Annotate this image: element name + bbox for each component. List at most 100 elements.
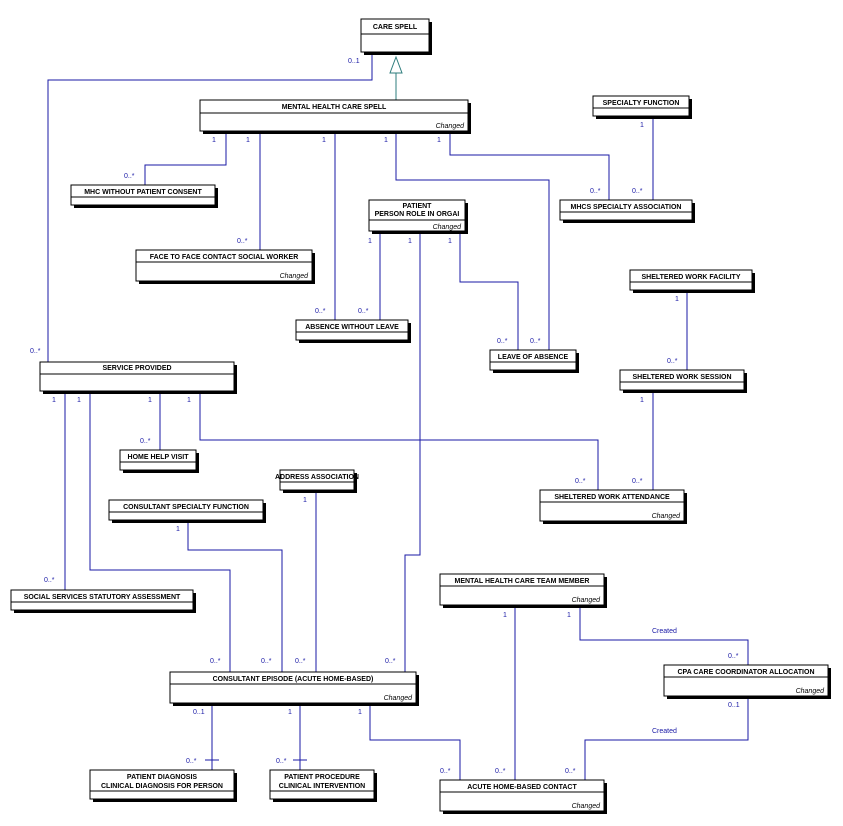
entity-cpa-care-coordinator-allocation[interactable]: CPA CARE COORDINATOR ALLOCATION Changed (663, 664, 831, 699)
entity-specialty-function[interactable]: SPECIALTY FUNCTION (592, 95, 692, 119)
link-mhcs-leave (395, 133, 550, 350)
link-cspecialty-consultant (187, 520, 283, 672)
entity-consultant-specialty-function[interactable]: CONSULTANT SPECIALTY FUNCTION (108, 499, 266, 523)
entity-title: SERVICE PROVIDED (102, 365, 171, 372)
entity-absence-without-leave[interactable]: ABSENCE WITHOUT LEAVE (295, 319, 411, 343)
entity-title-line2: CLINICAL DIAGNOSIS FOR PERSON (101, 783, 223, 790)
mult-leave-a: 0..* (497, 338, 508, 345)
mult-specialty-1: 1 (640, 122, 644, 129)
mult-consultant-d: 0..* (385, 658, 396, 665)
mult-service-1d: 1 (187, 397, 191, 404)
mult-facetoface: 0..* (237, 238, 248, 245)
entity-sheltered-work-session[interactable]: SHELTERED WORK SESSION (619, 369, 747, 393)
entity-service-provided[interactable]: SERVICE PROVIDED (39, 361, 237, 394)
link-patient-leave (459, 234, 519, 350)
link-patient-consultant (404, 234, 421, 672)
entity-address-association[interactable]: ADDRESS ASSOCIATION (275, 469, 359, 493)
mult-service-1b: 1 (77, 397, 81, 404)
link-consultant-contact (369, 705, 461, 780)
entity-title: SHELTERED WORK ATTENDANCE (554, 494, 670, 501)
link-mhcs-withoutconsent (144, 133, 227, 186)
link-mhcs-specialtyassoc (449, 133, 610, 200)
entity-title: ADDRESS ASSOCIATION (275, 474, 359, 481)
mult-assessment: 0..* (44, 577, 55, 584)
note-created-1: Created (652, 628, 677, 635)
mult-consultant-b: 0..* (261, 658, 272, 665)
mult-cpa-top: 0..* (728, 653, 739, 660)
mult-facility-1: 1 (675, 296, 679, 303)
entity-sheltered-work-attendance[interactable]: SHELTERED WORK ATTENDANCE Changed (539, 489, 687, 524)
mult-assoc-b: 0..* (632, 188, 643, 195)
entity-title: CONSULTANT EPISODE (ACUTE HOME-BASED) (213, 676, 374, 683)
link-service-consultant (89, 393, 231, 672)
mult-absence-b: 0..* (358, 308, 369, 315)
mult-contact-b: 0..* (495, 768, 506, 775)
entity-title-line1: PATIENT PROCEDURE (284, 774, 360, 781)
entity-home-help-visit[interactable]: HOME HELP VISIT (119, 449, 199, 473)
entity-title: ACUTE HOME-BASED CONTACT (467, 784, 577, 791)
link-cpa-contact (584, 698, 749, 780)
mult-address-1: 1 (303, 497, 307, 504)
entity-title: LEAVE OF ABSENCE (498, 354, 569, 361)
link-carespell-serviceprovided (47, 53, 373, 362)
mult-consultant-c: 0..* (295, 658, 306, 665)
mult-serviceprovided-top: 0..* (30, 348, 41, 355)
mult-patient-1c: 1 (448, 238, 452, 245)
entity-title: SPECIALTY FUNCTION (603, 100, 680, 107)
entity-title-line1: PATIENT (403, 203, 433, 210)
mult-absence-a: 0..* (315, 308, 326, 315)
entity-face-to-face-contact[interactable]: FACE TO FACE CONTACT SOCIAL WORKER Chang… (135, 249, 315, 284)
mult-cpa-bottom: 0..1 (728, 702, 740, 709)
entity-title-line2: CLINICAL INTERVENTION (279, 783, 365, 790)
entity-care-spell[interactable]: CARE SPELL (360, 18, 432, 55)
entity-status: Changed (436, 123, 466, 130)
entity-acute-home-based-contact[interactable]: ACUTE HOME-BASED CONTACT Changed (439, 779, 607, 814)
entity-patient-diagnosis[interactable]: PATIENT DIAGNOSIS CLINICAL DIAGNOSIS FOR… (89, 769, 237, 802)
mult-service-1c: 1 (148, 397, 152, 404)
entity-consultant-episode[interactable]: CONSULTANT EPISODE (ACUTE HOME-BASED) Ch… (169, 671, 419, 706)
entity-title: MHC WITHOUT PATIENT CONSENT (84, 189, 202, 196)
entity-title: SHELTERED WORK FACILITY (641, 274, 740, 281)
entity-title: SHELTERED WORK SESSION (632, 374, 731, 381)
entity-title: HOME HELP VISIT (128, 454, 190, 461)
mult-consultant-proc: 1 (288, 709, 292, 716)
link-teammember-cpa (579, 608, 749, 665)
mult-diagnosis: 0..* (186, 758, 197, 765)
mult-session-top: 0..* (667, 358, 678, 365)
entity-leave-of-absence[interactable]: LEAVE OF ABSENCE (489, 349, 579, 373)
entity-title: CONSULTANT SPECIALTY FUNCTION (123, 504, 249, 511)
mult-consultant-a: 0..* (210, 658, 221, 665)
entity-mental-health-care-spell[interactable]: MENTAL HEALTH CARE SPELL Changed (199, 99, 471, 134)
mult-service-1a: 1 (52, 397, 56, 404)
entity-social-services-assessment[interactable]: SOCIAL SERVICES STATUTORY ASSESSMENT (10, 589, 196, 613)
mult-team-1b: 1 (567, 612, 571, 619)
entity-status: Changed (572, 803, 602, 810)
mult-mhcs-1c: 1 (322, 137, 326, 144)
entity-sheltered-work-facility[interactable]: SHELTERED WORK FACILITY (629, 269, 755, 293)
entity-mental-health-care-team-member[interactable]: MENTAL HEALTH CARE TEAM MEMBER Changed (439, 573, 607, 608)
note-created-2: Created (652, 728, 677, 735)
entity-title: MENTAL HEALTH CARE SPELL (282, 104, 387, 111)
entity-status: Changed (280, 273, 310, 280)
entity-mhcs-specialty-association[interactable]: MHCS SPECIALTY ASSOCIATION (559, 199, 695, 223)
generalization (389, 55, 403, 100)
mult-team-1a: 1 (503, 612, 507, 619)
mult-mhcs-1d: 1 (384, 137, 388, 144)
mult-procedure: 0..* (276, 758, 287, 765)
entity-patient-person-role[interactable]: PATIENT PERSON ROLE IN ORGAI Changed (368, 199, 468, 234)
entity-mhc-without-patient-consent[interactable]: MHC WITHOUT PATIENT CONSENT (70, 184, 218, 208)
link-notes: Created Created (652, 628, 677, 735)
entity-status: Changed (652, 513, 682, 520)
mult-contact-c: 0..* (565, 768, 576, 775)
entity-title: MENTAL HEALTH CARE TEAM MEMBER (455, 578, 590, 585)
mult-contact-a: 0..* (440, 768, 451, 775)
mult-mhcs-1e: 1 (437, 137, 441, 144)
entity-title-line1: PATIENT DIAGNOSIS (127, 774, 197, 781)
entity-patient-procedure[interactable]: PATIENT PROCEDURE CLINICAL INTERVENTION (269, 769, 377, 802)
mult-mhcs-1a: 1 (212, 137, 216, 144)
generalization-arrow-icon (389, 55, 403, 74)
entity-title: CPA CARE COORDINATOR ALLOCATION (677, 669, 814, 676)
mult-consultant-diag: 0..1 (193, 709, 205, 716)
